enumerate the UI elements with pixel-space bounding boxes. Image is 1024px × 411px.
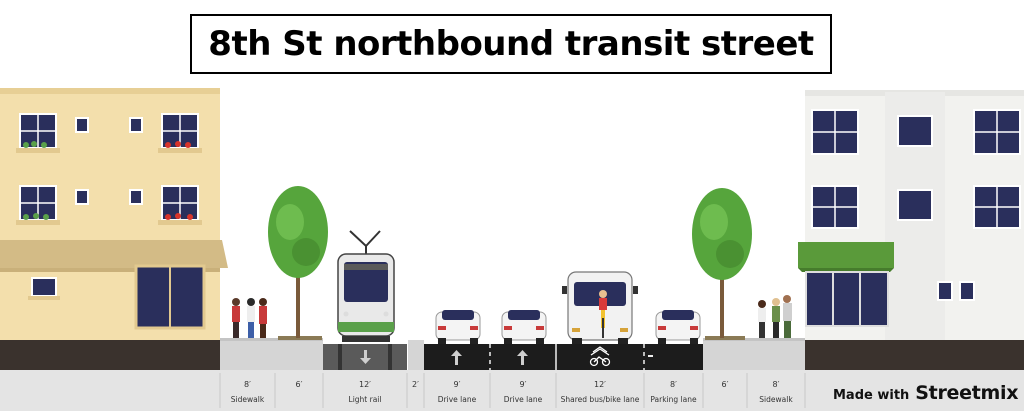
- bus-and-cyclist: [562, 271, 638, 344]
- segment-width: 2′: [412, 380, 419, 389]
- segment-width: 9′: [519, 380, 527, 389]
- made-with-text: Made with: [833, 388, 910, 403]
- segment-name: Sidewalk: [230, 395, 265, 404]
- pedestrians-left: [232, 298, 267, 338]
- up-arrow-icon: [517, 350, 528, 365]
- green-awning: [798, 242, 894, 268]
- street-title: 8th St northbound transit street: [208, 24, 814, 64]
- buffer-strip: [408, 340, 424, 370]
- right-sidewalk-surface: [703, 340, 805, 370]
- bus-bike-marking-icon: [589, 346, 611, 367]
- flower-box-icons: [23, 141, 193, 220]
- segment-width: 12′: [594, 380, 606, 389]
- right-building: [798, 90, 1024, 370]
- left-building: [0, 88, 228, 370]
- segment-width: 6′: [721, 380, 729, 389]
- segment-label: 12′ Shared bus/bike lane: [556, 380, 644, 404]
- car-drive-lane-1: [435, 310, 481, 344]
- roadway: [424, 344, 703, 370]
- left-sidewalk-surface: [220, 340, 323, 370]
- segment-name: Drive lane: [437, 395, 477, 404]
- tree-left: [268, 186, 328, 338]
- made-with-streetmix-link[interactable]: Made with Streetmix: [833, 382, 1018, 404]
- segment-label: 8′ Parking lane: [644, 380, 703, 404]
- segment-width: 8′: [670, 380, 677, 389]
- label-band: [0, 370, 1024, 411]
- segment-label: 8′ Sidewalk: [747, 380, 805, 404]
- segment-width: 8′: [772, 380, 780, 389]
- segment-width: 8′: [244, 380, 251, 389]
- segment-width: 6′: [295, 380, 303, 389]
- down-arrow-icon: [360, 350, 371, 364]
- segment-width: 9′: [453, 380, 461, 389]
- segment-name: Sidewalk: [759, 395, 793, 404]
- segment-label: 9′ Drive lane: [490, 380, 556, 404]
- segment-name: Parking lane: [650, 395, 697, 404]
- tree-bed-right: [705, 336, 745, 340]
- segment-label: 12′ Light rail: [323, 380, 407, 404]
- segment-name: Drive lane: [503, 395, 543, 404]
- segment-label: 6′: [275, 380, 323, 395]
- segment-name: Shared bus/bike lane: [560, 395, 640, 404]
- up-arrow-icon: [451, 350, 462, 365]
- segment-label: 9′ Drive lane: [424, 380, 490, 404]
- segment-label: 6′: [703, 380, 747, 395]
- segment-dividers: [219, 373, 806, 408]
- car-drive-lane-2: [501, 310, 547, 344]
- light-rail-vehicle: [337, 230, 395, 342]
- segment-label: 2′: [407, 380, 424, 395]
- pedestrians-right: [758, 295, 792, 338]
- car-parking-lane: [655, 310, 701, 344]
- segment-width: 12′: [359, 380, 371, 389]
- title-box: 8th St northbound transit street: [190, 14, 832, 74]
- streetmix-logo-text: Streetmix: [915, 382, 1019, 404]
- segment-label: 8′ Sidewalk: [220, 380, 275, 404]
- segment-name: Light rail: [348, 395, 382, 404]
- tree-right: [692, 188, 752, 338]
